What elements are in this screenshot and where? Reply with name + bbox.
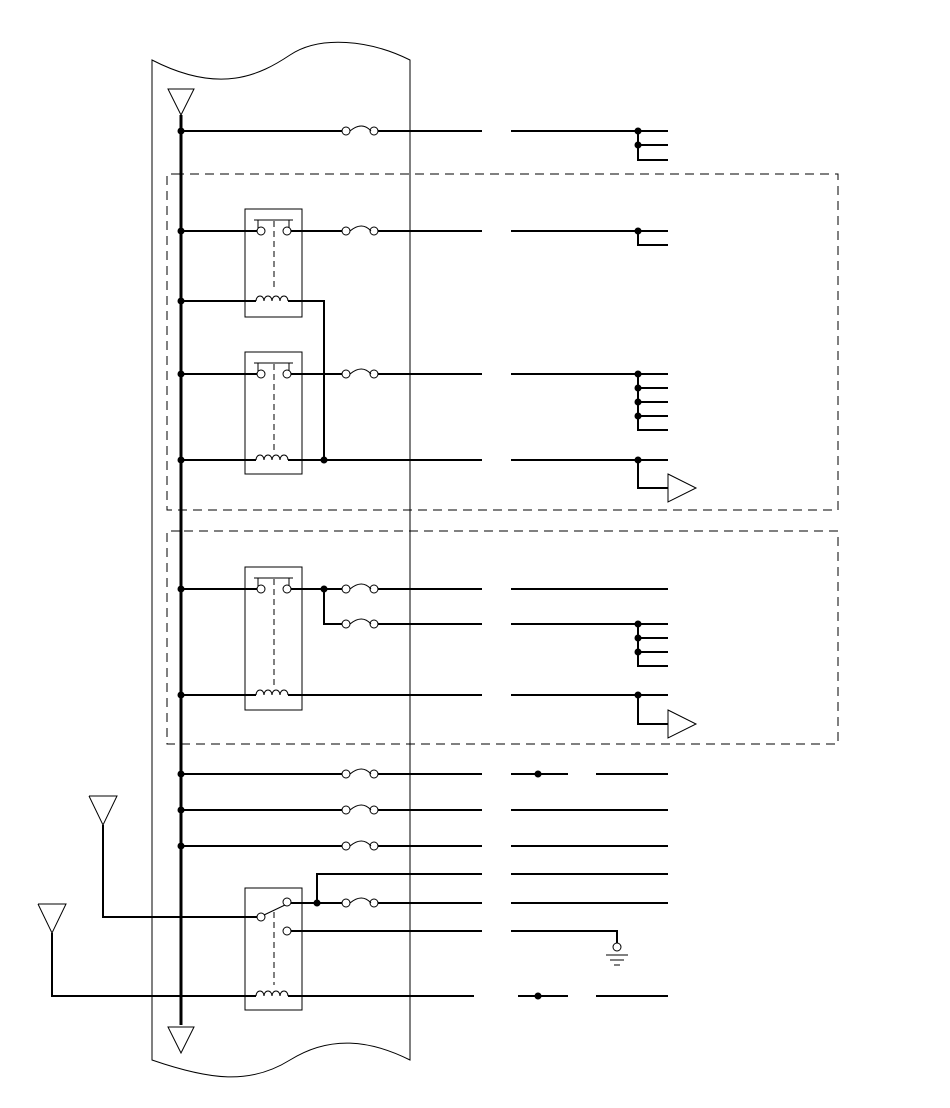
fuse-2 [341, 225, 379, 236]
relay-2-internals [254, 362, 293, 461]
module-group-1-border [166, 173, 839, 511]
junction-box-outline [151, 41, 411, 1078]
external-connector-1 [88, 795, 118, 827]
fuse-8 [341, 840, 379, 851]
junction-dots [177, 127, 642, 1000]
relay-1 [244, 208, 303, 318]
relay-3-internals [254, 577, 293, 696]
bus-input-triangle [167, 88, 195, 117]
relay-2 [244, 351, 303, 475]
fuse-9 [341, 897, 379, 908]
fuse-3 [341, 368, 379, 379]
external-connector-2 [37, 903, 67, 935]
relay-4-internals [255, 897, 292, 997]
circuit-wires [51, 130, 668, 997]
fuse-1 [341, 125, 379, 136]
fuse-4 [341, 583, 379, 594]
relay-4 [244, 887, 303, 1011]
bus-output-triangle [167, 1026, 195, 1055]
ground-icon [606, 942, 628, 966]
module-group-2-border [166, 530, 839, 745]
output-arrow-2 [667, 709, 698, 739]
fuse-5 [341, 618, 379, 629]
relay-3 [244, 566, 303, 711]
output-arrow-1 [667, 473, 698, 503]
fuse-7 [341, 804, 379, 815]
fuse-6 [341, 768, 379, 779]
relay-1-internals [254, 219, 293, 302]
